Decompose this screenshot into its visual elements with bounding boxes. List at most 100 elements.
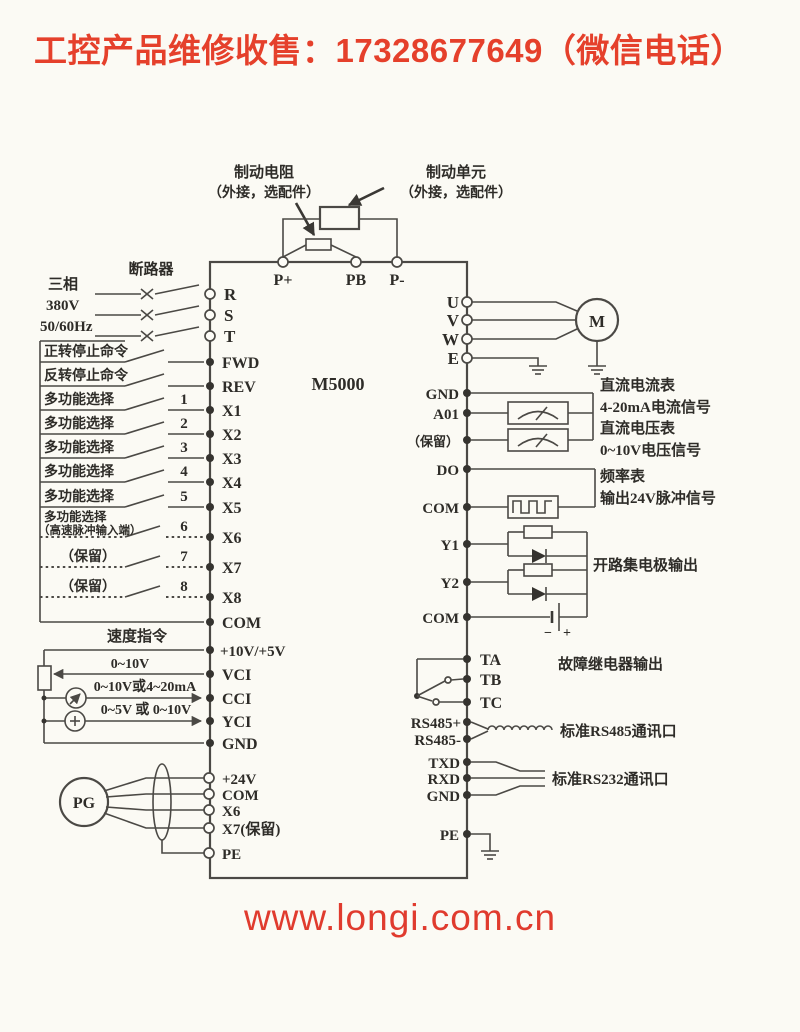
breaker-wiring bbox=[95, 284, 200, 342]
multi-label-2: 多功能选择 bbox=[44, 415, 115, 432]
terminal-cci bbox=[206, 694, 214, 702]
terminal-x2 bbox=[206, 430, 214, 438]
motor-wiring bbox=[472, 301, 606, 375]
terminal-com-pg bbox=[203, 788, 215, 800]
note-fault-relay: 故障继电器输出 bbox=[558, 655, 663, 673]
terminal-r bbox=[204, 288, 216, 300]
battery-plus-label: + bbox=[563, 626, 571, 641]
multi-label-4: 多功能选择 bbox=[44, 463, 115, 480]
note-rs485: 标准RS485通讯口 bbox=[559, 722, 677, 740]
model-label: M5000 bbox=[312, 374, 365, 394]
multi-label-3: 多功能选择 bbox=[44, 439, 115, 456]
terminal-gnd-ai bbox=[206, 739, 214, 747]
label-10v: +10V/+5V bbox=[220, 644, 286, 660]
freq-label: 50/60Hz bbox=[40, 319, 93, 335]
terminal-rs485-minus bbox=[463, 735, 471, 743]
terminal-com-oc bbox=[463, 613, 471, 621]
label-gnd-ai: GND bbox=[222, 736, 258, 753]
multi-label-6: 多功能选择 bbox=[44, 509, 107, 524]
label-w: W bbox=[442, 330, 459, 349]
terminal-a01 bbox=[463, 409, 471, 417]
terminal-p-plus bbox=[277, 256, 289, 268]
terminal-p-minus bbox=[391, 256, 403, 268]
label-rs485-minus: RS485- bbox=[414, 733, 461, 749]
label-x3: X3 bbox=[222, 451, 242, 468]
terminal-x6-pg bbox=[203, 804, 215, 816]
brake-wiring bbox=[282, 218, 398, 258]
switch-num-5: 5 bbox=[180, 489, 188, 505]
twisted-pair-icon bbox=[487, 725, 553, 731]
label-x5: X5 bbox=[222, 500, 242, 517]
terminal-w bbox=[461, 333, 473, 345]
label-x2: X2 bbox=[222, 427, 242, 444]
note-open-collector: 开路集电极输出 bbox=[593, 556, 698, 574]
label-x6-pg: X6 bbox=[222, 804, 241, 820]
label-vci: VCI bbox=[222, 667, 251, 684]
battery-minus-label: − bbox=[544, 626, 552, 641]
label-s: S bbox=[224, 306, 233, 325]
label-x1: X1 bbox=[222, 403, 242, 420]
breaker-label: 断路器 bbox=[128, 260, 174, 278]
label-24v: +24V bbox=[222, 772, 257, 788]
terminal-do bbox=[463, 465, 471, 473]
label-reserved-ao: （保留） bbox=[407, 434, 459, 449]
note-pulse-signal: 输出24V脉冲信号 bbox=[600, 489, 716, 507]
label-e: E bbox=[448, 349, 459, 368]
pulse-meter-icon bbox=[507, 495, 559, 519]
label-pe-right: PE bbox=[440, 828, 459, 844]
voltage-source-icon bbox=[64, 710, 86, 732]
multi-label-1: 多功能选择 bbox=[44, 391, 115, 408]
terminal-com-di bbox=[206, 618, 214, 626]
label-t: T bbox=[224, 327, 236, 346]
label-rxd: RXD bbox=[428, 772, 461, 788]
label-u: U bbox=[447, 293, 459, 312]
encoder-wiring bbox=[103, 763, 204, 854]
terminal-fwd bbox=[206, 358, 214, 366]
label-x7-pg: X7(保留) bbox=[222, 820, 280, 838]
terminal-x3 bbox=[206, 454, 214, 462]
meter-wiring bbox=[471, 392, 594, 441]
speed-command-title: 速度指令 bbox=[107, 627, 168, 645]
brake-unit-arrow bbox=[347, 186, 385, 207]
switch-num-4: 4 bbox=[180, 464, 188, 480]
label-rev: REV bbox=[222, 379, 256, 396]
motor-icon bbox=[574, 297, 620, 343]
terminal-ta bbox=[463, 655, 471, 663]
label-tb: TB bbox=[480, 672, 502, 689]
note-voltage-signal: 0~10V电压信号 bbox=[600, 441, 701, 459]
relay-wiring bbox=[414, 658, 464, 706]
relay-output-section: TA TB TC 故障继电器输出 bbox=[414, 652, 663, 712]
label-y2: Y2 bbox=[441, 576, 459, 592]
terminal-x7-pg bbox=[203, 822, 215, 834]
label-com-di: COM bbox=[222, 615, 261, 632]
rs485-wiring bbox=[470, 721, 553, 740]
voltage-label: 380V bbox=[46, 298, 80, 314]
brake-unit-title: 制动单元 bbox=[426, 163, 486, 181]
brake-unit-symbol bbox=[318, 205, 361, 231]
label-y1: Y1 bbox=[441, 538, 459, 554]
label-do: DO bbox=[437, 463, 460, 479]
pe-ground-section: PE bbox=[440, 828, 499, 860]
terminal-vci bbox=[206, 670, 214, 678]
terminal-10v bbox=[206, 646, 214, 654]
label-gnd-ao: GND bbox=[426, 387, 460, 403]
analog-input-section: 速度指令 bbox=[37, 627, 286, 753]
rs232-wiring bbox=[471, 761, 545, 796]
terminal-y1 bbox=[463, 540, 471, 548]
terminal-x7 bbox=[206, 563, 214, 571]
terminal-pb bbox=[350, 256, 362, 268]
terminal-y2 bbox=[463, 578, 471, 586]
terminal-txd bbox=[463, 758, 471, 766]
terminal-rev bbox=[206, 382, 214, 390]
note-rs232: 标准RS232通讯口 bbox=[551, 770, 669, 788]
label-cci: CCI bbox=[222, 691, 251, 708]
label-r: R bbox=[224, 285, 237, 304]
pg-label: PG bbox=[73, 795, 96, 812]
terminal-yci bbox=[206, 717, 214, 725]
label-p-minus: P- bbox=[389, 272, 404, 289]
label-com-pg: COM bbox=[222, 788, 259, 804]
switch-num-8: 8 bbox=[180, 579, 188, 595]
comm-section: RS485+ RS485- 标准RS485通讯口 TXD RXD GND 标准R… bbox=[411, 716, 677, 805]
